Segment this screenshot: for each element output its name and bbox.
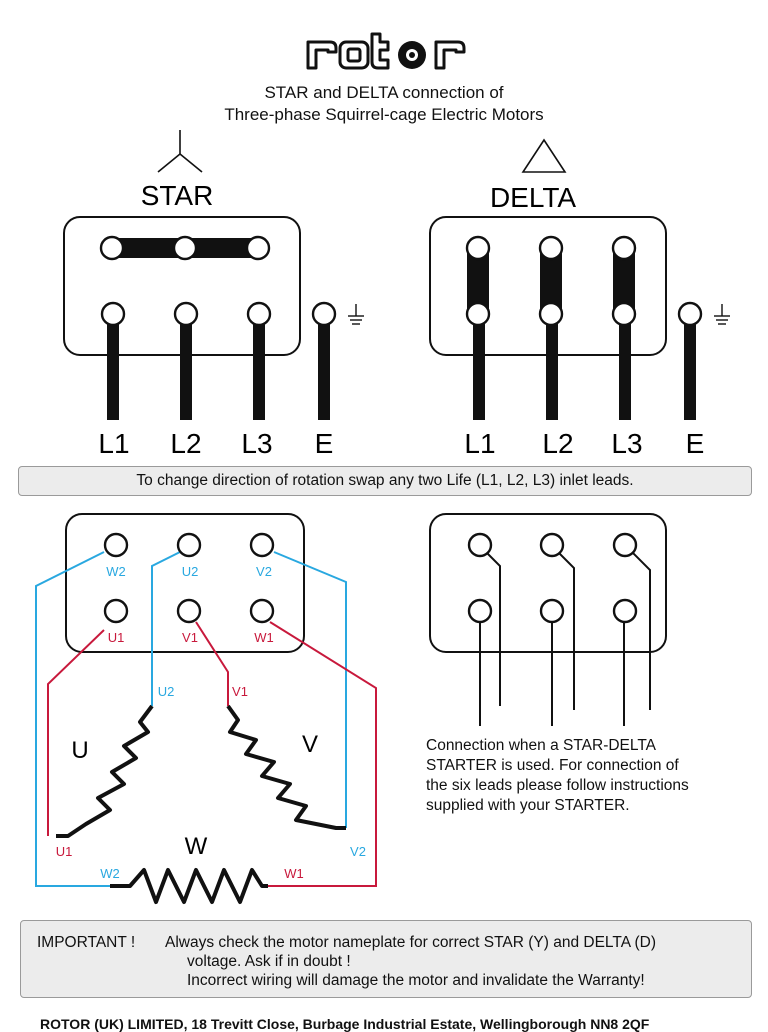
terminal-v1-label: V1 [182,630,198,645]
coil-end-u1: U1 [56,844,73,859]
red-wires [47,621,377,887]
important-notice: IMPORTANT ! Always check the motor namep… [20,920,752,998]
logo-text: rotor [0,28,3,29]
terminal-u2-label: U2 [182,564,199,579]
rotation-note: To change direction of rotation swap any… [18,466,752,496]
star-terminal-l1: L1 [98,428,129,459]
coil-end-v1: V1 [232,684,248,699]
important-heading: IMPORTANT ! [37,934,136,951]
terminal-w1-label: W1 [254,630,274,645]
coil-end-w1: W1 [284,866,304,881]
important-line-3: Incorrect wiring will damage the motor a… [187,972,645,989]
starter-diagram [429,513,667,726]
starter-note-line-1: Connection when a STAR-DELTA [426,737,657,754]
star-terminals [99,235,271,261]
title-line-1: STAR and DELTA connection of [264,83,504,102]
starter-note-line-4: supplied with your STARTER. [426,797,630,814]
important-line-2: voltage. Ask if in doubt ! [187,953,351,970]
wiring-terminals [103,532,275,624]
terminal-u1-label: U1 [108,630,125,645]
coil-end-w2: W2 [100,866,120,881]
star-terminal-l2: L2 [170,428,201,459]
winding-u-label: U [71,737,88,764]
starter-note: Connection when a STAR-DELTA STARTER is … [426,736,756,816]
winding-coils [56,704,346,904]
winding-w-label: W [185,833,208,860]
star-symbol-icon [157,130,203,173]
star-earth-icon [348,304,364,325]
important-line-1: Always check the motor nameplate for cor… [165,934,656,951]
delta-terminal-e: E [686,428,705,459]
coil-end-v2: V2 [350,844,366,859]
star-terminal-e: E [315,428,334,459]
rotor-logo: rotor [0,28,466,70]
delta-terminal-l3: L3 [611,428,642,459]
delta-label: DELTA [490,182,576,213]
starter-leads [479,551,651,726]
title-line-2: Three-phase Squirrel-cage Electric Motor… [224,105,544,124]
starter-note-line-3: the six leads please follow instructions [426,777,689,794]
delta-earth-icon [714,304,730,325]
winding-wiring-diagram: W2 U2 V2 U1 V1 W1 U V W U2 V1 U1 V2 W2 W… [35,513,377,904]
terminal-w2-label: W2 [106,564,126,579]
winding-v-label: V [302,731,318,758]
blue-wires [35,551,347,887]
star-delta-terminal-diagram: STAR DELTA L1 L2 L3 E [63,130,730,459]
terminal-v2-label: V2 [256,564,272,579]
starter-note-line-2: STARTER is used. For connection of [426,757,679,774]
star-label: STAR [141,180,214,211]
coil-end-u2: U2 [158,684,175,699]
footer-address: ROTOR (UK) LIMITED, 18 Trevitt Close, Bu… [40,1016,650,1032]
starter-terminals [467,532,638,624]
star-terminal-l3: L3 [241,428,272,459]
delta-terminal-l1: L1 [464,428,495,459]
delta-terminal-l2: L2 [542,428,573,459]
delta-terminals [465,235,703,327]
delta-symbol-icon [521,138,567,173]
